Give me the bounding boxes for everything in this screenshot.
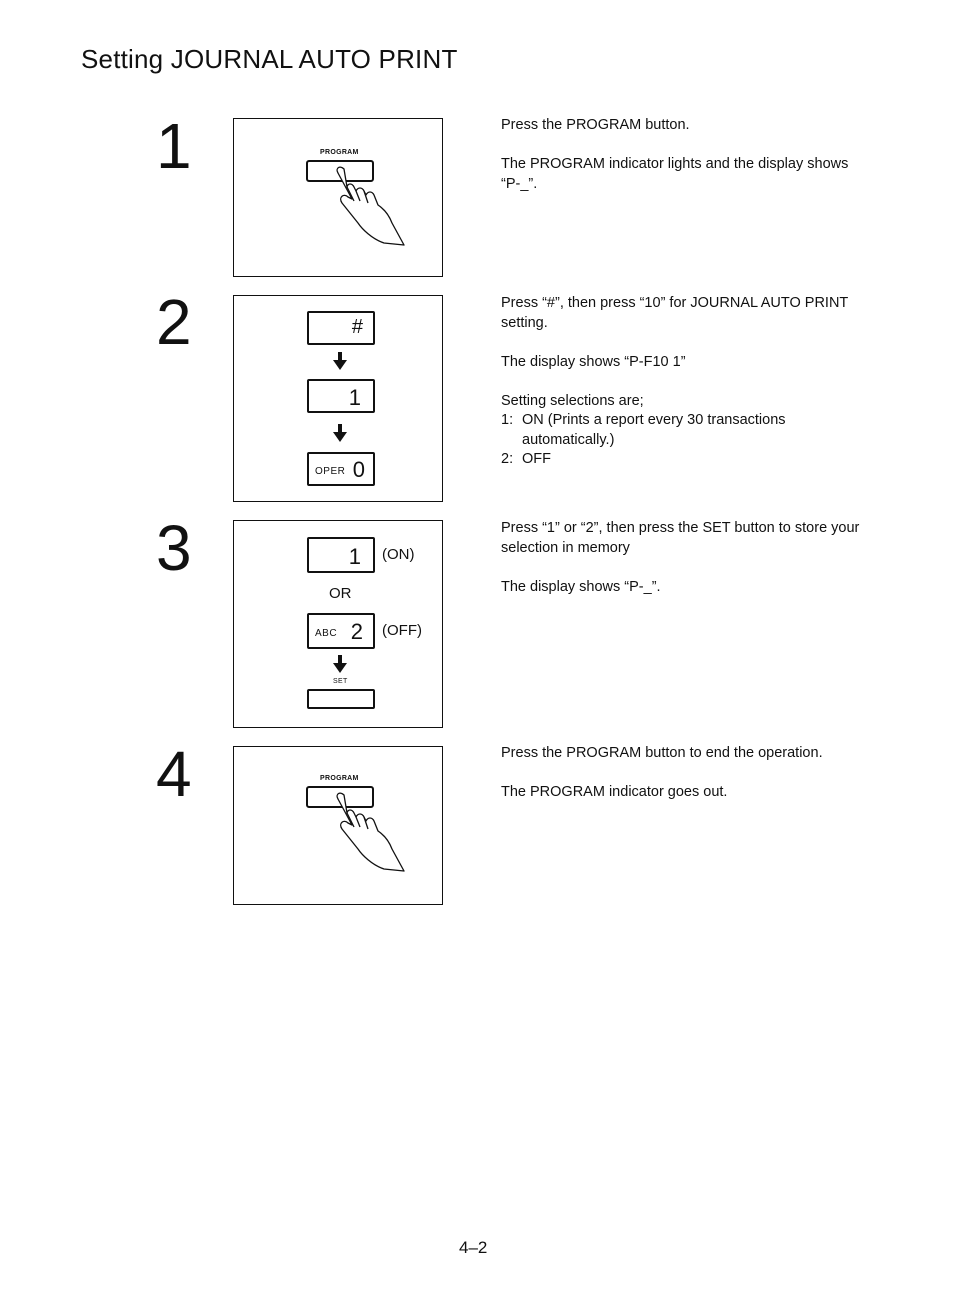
step-4-text: Press the PROGRAM button to end the oper… <box>501 744 871 822</box>
step-4-paragraph-1: Press the PROGRAM button to end the oper… <box>501 745 823 761</box>
program-key-press-illustration <box>306 160 405 246</box>
key-1-label: 1 <box>348 385 361 410</box>
step-1-text: Press the PROGRAM button. The PROGRAM in… <box>501 116 861 214</box>
key-oper-0: OPER 0 <box>307 452 375 486</box>
step-3-paragraph-2: The display shows “P-_”. <box>501 578 661 595</box>
key-0-label: 0 <box>352 457 365 482</box>
step-2-paragraph-1: Press “#”, then press “10” for JOURNAL A… <box>501 295 849 331</box>
step-number-1: 1 <box>156 110 192 182</box>
list-item: 1: ON (Prints a report every 30 transact… <box>501 411 861 450</box>
or-label: OR <box>329 585 352 602</box>
program-key-press-illustration <box>306 786 405 872</box>
on-label: (ON) <box>382 546 415 563</box>
list-item-text: OFF <box>522 451 551 467</box>
program-key-label: PROGRAM <box>320 149 359 156</box>
step-4-figure: PROGRAM <box>233 746 443 905</box>
pointing-hand-icon <box>336 166 405 246</box>
step-2-figure: # 1 OPER 0 <box>233 295 443 502</box>
hash-key-label: # <box>351 316 363 338</box>
arrow-down-icon <box>333 424 347 442</box>
arrow-down-icon <box>333 655 347 673</box>
pointing-hand-icon <box>336 792 405 872</box>
set-key <box>307 689 375 709</box>
step-4-paragraph-2: The PROGRAM indicator goes out. <box>501 784 728 800</box>
list-item-text: ON (Prints a report every 30 transaction… <box>522 412 786 448</box>
list-item-number: 1: <box>501 412 514 428</box>
step-2-text: Press “#”, then press “10” for JOURNAL A… <box>501 294 861 470</box>
step-1-paragraph-1: Press the PROGRAM button. <box>501 117 690 133</box>
off-label: (OFF) <box>382 622 422 639</box>
step-number-4: 4 <box>156 738 192 810</box>
step-2-paragraph-2: The display shows “P-F10 1” <box>501 353 686 370</box>
list-item-number: 2: <box>501 451 514 467</box>
key-1: 1 <box>307 537 375 573</box>
key-abc-2: ABC 2 <box>307 613 375 649</box>
list-item: 2: OFF <box>501 450 861 470</box>
step-number-3: 3 <box>156 512 192 584</box>
step-3-figure: 1 (ON) OR ABC 2 (OFF) SET <box>233 520 443 728</box>
key-2-label: 2 <box>350 619 363 644</box>
program-key-label: PROGRAM <box>320 775 359 782</box>
key-1-label: 1 <box>348 544 361 569</box>
step-3-text: Press “1” or “2”, then press the SET but… <box>501 519 861 617</box>
step-number-2: 2 <box>156 286 192 358</box>
step-3-paragraph-1: Press “1” or “2”, then press the SET but… <box>501 520 860 556</box>
step-1-paragraph-2: The PROGRAM indicator lights and the dis… <box>501 156 849 192</box>
page-title: Setting JOURNAL AUTO PRINT <box>81 44 458 74</box>
page-number: 4–2 <box>459 1238 488 1257</box>
key-1: 1 <box>307 379 375 413</box>
hash-key: # <box>307 311 375 345</box>
key-oper-small-label: OPER <box>315 466 346 477</box>
step-2-paragraph-3: Setting selections are; <box>501 392 644 409</box>
arrow-down-icon <box>333 352 347 370</box>
set-key-label: SET <box>333 678 348 685</box>
key-abc-small-label: ABC <box>315 628 338 639</box>
step-1-figure: PROGRAM <box>233 118 443 277</box>
